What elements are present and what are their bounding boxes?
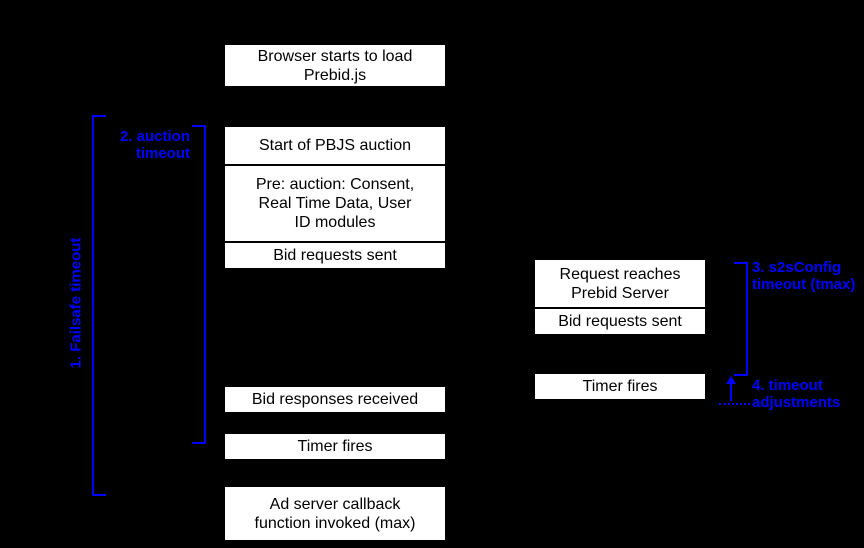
box-browser-load: Browser starts to load Prebid.js <box>225 45 445 86</box>
timeout-adjustments-label: 4. timeout adjustments <box>752 377 841 411</box>
box-ad-server-callback: Ad server callback function invoked (max… <box>225 487 445 540</box>
box-bid-responses-received: Bid responses received <box>225 387 445 412</box>
box-auction-start: Start of PBJS auction <box>225 127 445 164</box>
box-timer-fires: Timer fires <box>225 434 445 459</box>
auction-timeout-bracket <box>192 125 206 444</box>
box-bid-requests-sent: Bid requests sent <box>225 243 445 268</box>
box-request-reaches-prebid-server: Request reaches Prebid Server <box>535 260 705 307</box>
s2s-timeout-bracket <box>734 262 748 376</box>
up-arrow-icon <box>726 376 736 384</box>
auction-timeout-label: 2. auction timeout <box>119 128 190 162</box>
failsafe-timeout-label: 1. Failsafe timeout <box>67 237 85 369</box>
failsafe-timeout-bracket <box>92 115 106 496</box>
box-server-timer-fires: Timer fires <box>535 374 705 399</box>
adjustment-arrow-line <box>730 383 732 401</box>
s2s-timeout-label: 3. s2sConfig timeout (tmax) <box>752 259 856 293</box>
adjustment-dotted-line <box>719 403 750 405</box>
box-server-bid-requests-sent: Bid requests sent <box>535 309 705 334</box>
box-pre-auction-modules: Pre: auction: Consent, Real Time Data, U… <box>225 166 445 241</box>
